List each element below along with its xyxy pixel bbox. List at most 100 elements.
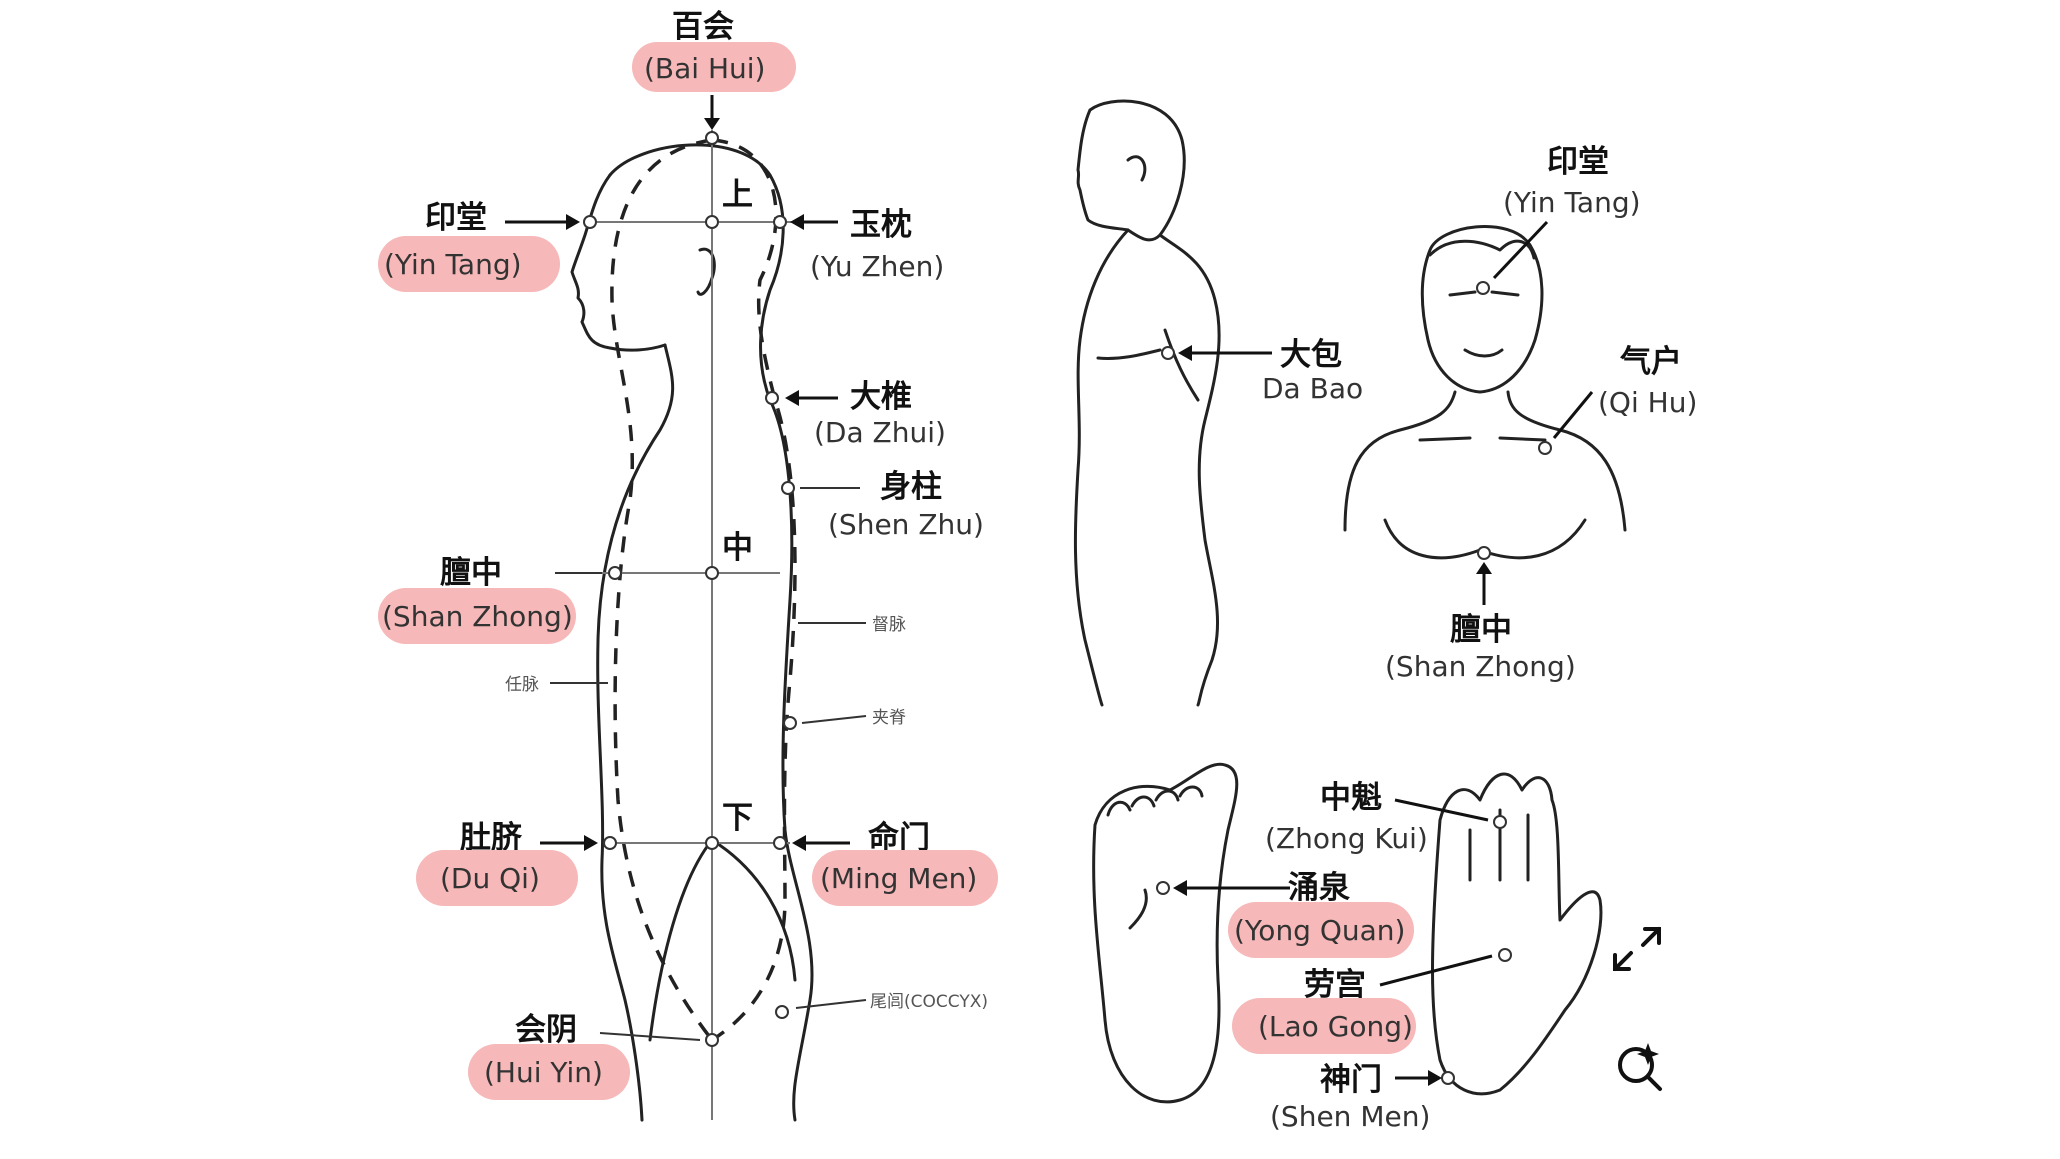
yu-zhen-arrowhead bbox=[790, 214, 804, 230]
ming-men-highlight bbox=[812, 850, 998, 906]
side-rib-line bbox=[1096, 348, 1162, 360]
yu-zhen-en: (Yu Zhen) bbox=[810, 250, 944, 283]
point-shen-zhu bbox=[781, 481, 795, 495]
point-du-qi bbox=[603, 836, 617, 850]
lao-gong-en: (Lao Gong) bbox=[1258, 1010, 1413, 1043]
foot-hand-figure: 中魁 (Zhong Kui) 涌泉 (Yong Quan) 劳宫 (Lao Go… bbox=[1092, 762, 1603, 1133]
foot-sole bbox=[1092, 762, 1239, 1104]
dantian-middle-label: 中 bbox=[722, 530, 753, 566]
point-upper-center bbox=[705, 215, 719, 229]
bai-hui-highlight bbox=[632, 42, 796, 92]
point-coccyx bbox=[775, 1005, 789, 1019]
point-shen-men bbox=[1441, 1071, 1455, 1085]
side-ear bbox=[1126, 155, 1147, 182]
shen-zhu-en: (Shen Zhu) bbox=[828, 508, 984, 541]
ming-men-en: (Ming Men) bbox=[820, 862, 977, 895]
hui-yin-cn: 会阴 bbox=[515, 1012, 577, 1048]
point-lower-center bbox=[705, 836, 719, 850]
yu-zhen-cn: 玉枕 bbox=[850, 207, 912, 243]
yin-tang-highlight bbox=[378, 236, 560, 292]
face-profile bbox=[570, 173, 667, 352]
point-zhong-kui bbox=[1493, 815, 1507, 829]
visual-search-icon[interactable] bbox=[1610, 1037, 1670, 1097]
du-mai-channel bbox=[711, 138, 797, 1042]
side-arm bbox=[1163, 328, 1200, 402]
lao-gong-cn: 劳宫 bbox=[1304, 967, 1366, 1003]
lao-gong-arrow bbox=[1379, 954, 1493, 987]
front-shan-zhong-cn: 膻中 bbox=[1450, 612, 1512, 648]
ming-men-arrowhead bbox=[792, 835, 806, 851]
leg-split bbox=[648, 838, 797, 1042]
point-front-qi-hu bbox=[1538, 441, 1552, 455]
yong-quan-arrowhead bbox=[1173, 880, 1187, 896]
hui-yin-en: (Hui Yin) bbox=[484, 1056, 603, 1089]
point-front-shan-zhong bbox=[1477, 546, 1491, 560]
point-shan-zhong bbox=[608, 566, 622, 580]
yin-tang-cn: 印堂 bbox=[425, 200, 487, 236]
jia-ji-label: 夹脊 bbox=[872, 708, 906, 728]
jia-ji-arrow bbox=[801, 715, 867, 724]
front-hair bbox=[1428, 239, 1536, 260]
front-mouth bbox=[1463, 348, 1504, 358]
front-yin-tang-cn: 印堂 bbox=[1547, 144, 1609, 180]
ren-mai-label: 任脉 bbox=[505, 675, 539, 695]
shen-men-arrowhead bbox=[1428, 1070, 1442, 1086]
body-outline bbox=[608, 143, 814, 1122]
front-clavicle bbox=[1418, 436, 1547, 442]
lao-gong-highlight bbox=[1232, 998, 1416, 1054]
shen-men-cn: 神门 bbox=[1320, 1062, 1382, 1098]
coccyx-label: 尾闾(COCCYX) bbox=[870, 992, 988, 1012]
shen-zhu-cn: 身柱 bbox=[880, 469, 942, 505]
yong-quan-en: (Yong Quan) bbox=[1234, 914, 1405, 947]
da-zhui-cn: 大椎 bbox=[850, 379, 912, 415]
point-lao-gong bbox=[1498, 948, 1512, 962]
yong-quan-highlight bbox=[1228, 902, 1414, 958]
qi-hu-en: (Qi Hu) bbox=[1598, 386, 1697, 419]
zhong-kui-arrow bbox=[1394, 798, 1489, 822]
shan-zhong-en: (Shan Zhong) bbox=[382, 600, 573, 633]
bai-hui-arrowhead bbox=[704, 118, 720, 130]
neck-front bbox=[596, 343, 675, 1122]
point-jia-ji bbox=[783, 716, 797, 730]
yong-quan-cn: 涌泉 bbox=[1288, 870, 1350, 906]
bai-hui-cn: 百会 bbox=[672, 9, 734, 45]
yin-tang-en: (Yin Tang) bbox=[384, 248, 522, 281]
point-yong-quan bbox=[1156, 881, 1170, 895]
point-middle-center bbox=[705, 566, 719, 580]
da-zhui-en: (Da Zhui) bbox=[814, 416, 946, 449]
point-ming-men bbox=[773, 836, 787, 850]
hui-yin-arrow bbox=[599, 1032, 701, 1041]
side-back bbox=[1158, 233, 1221, 707]
zhong-kui-cn: 中魁 bbox=[1320, 780, 1382, 816]
shen-men-en: (Shen Men) bbox=[1270, 1100, 1430, 1133]
yin-tang-arrowhead bbox=[566, 214, 580, 230]
point-yin-tang bbox=[583, 215, 597, 229]
shan-zhong-cn: 膻中 bbox=[440, 555, 502, 591]
expand-icon[interactable] bbox=[1609, 919, 1669, 979]
front-head bbox=[1420, 225, 1544, 394]
point-bai-hui bbox=[705, 131, 719, 145]
side-head bbox=[1076, 99, 1186, 242]
shan-zhong-highlight bbox=[378, 588, 576, 644]
coccyx-arrow bbox=[795, 999, 867, 1009]
point-yu-zhen bbox=[773, 215, 787, 229]
point-hui-yin bbox=[705, 1033, 719, 1047]
front-shan-zhong-en: (Shan Zhong) bbox=[1385, 650, 1576, 683]
du-qi-highlight bbox=[416, 850, 578, 906]
da-bao-cn: 大包 bbox=[1280, 337, 1342, 373]
front-shan-zhong-arrowhead bbox=[1476, 562, 1492, 574]
da-zhui-arrowhead bbox=[785, 390, 799, 406]
dantian-upper-label: 上 bbox=[722, 177, 753, 213]
qi-hu-arrow bbox=[1552, 391, 1594, 439]
point-da-zhui bbox=[765, 391, 779, 405]
da-bao-arrowhead bbox=[1178, 345, 1192, 361]
point-front-yin-tang bbox=[1476, 281, 1490, 295]
zhong-kui-en: (Zhong Kui) bbox=[1265, 822, 1428, 855]
body-side-figure: 上 中 下 百会 (Bai Hui) 印堂 (Yin Tang) 玉枕 (Yu … bbox=[378, 9, 998, 1122]
dantian-lower-label: 下 bbox=[722, 800, 753, 836]
front-yin-tang-en: (Yin Tang) bbox=[1503, 186, 1641, 219]
front-yin-tang-arrow bbox=[1492, 220, 1549, 280]
foot-toes bbox=[1106, 785, 1204, 817]
foot-arch bbox=[1128, 888, 1148, 930]
